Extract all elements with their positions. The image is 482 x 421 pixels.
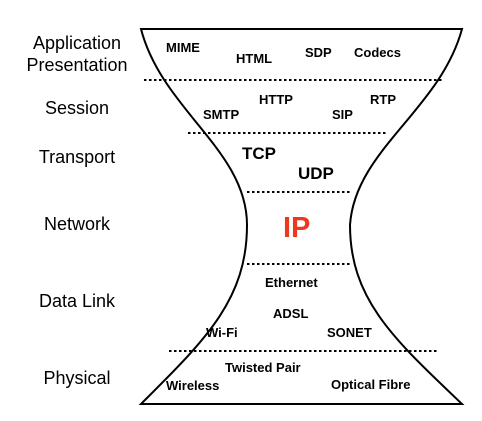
protocol-mime: MIME — [166, 40, 200, 55]
layer-label-transport: Transport — [38, 147, 116, 167]
protocol-smtp: SMTP — [203, 107, 240, 122]
protocol-udp: UDP — [298, 164, 334, 183]
protocol-twisted-pair: Twisted Pair — [225, 360, 301, 375]
layer-label-physical: Physical — [43, 368, 111, 388]
hourglass-outline — [138, 28, 465, 405]
protocol-rtp: RTP — [370, 92, 396, 107]
protocol-adsl: ADSL — [273, 306, 309, 321]
layer-label-presentation: Presentation — [26, 55, 128, 75]
protocol-sdp: SDP — [305, 45, 332, 60]
protocol-ethernet: Ethernet — [265, 275, 318, 290]
protocol-codecs: Codecs — [354, 45, 401, 60]
protocol-wifi: Wi-Fi — [206, 325, 238, 340]
protocol-http: HTTP — [259, 92, 293, 107]
protocol-sonet: SONET — [327, 325, 372, 340]
layer-label-application: Application — [32, 33, 122, 53]
protocol-html: HTML — [236, 51, 273, 66]
protocol-optical-fibre: Optical Fibre — [331, 377, 411, 392]
protocol-tcp: TCP — [242, 144, 276, 163]
protocol-wireless: Wireless — [166, 378, 220, 393]
layer-label-session: Session — [44, 98, 110, 118]
protocol-sip: SIP — [332, 107, 353, 122]
protocol-ip: IP — [283, 212, 311, 244]
layer-label-data-link: Data Link — [38, 291, 116, 311]
layer-label-network: Network — [43, 214, 110, 234]
